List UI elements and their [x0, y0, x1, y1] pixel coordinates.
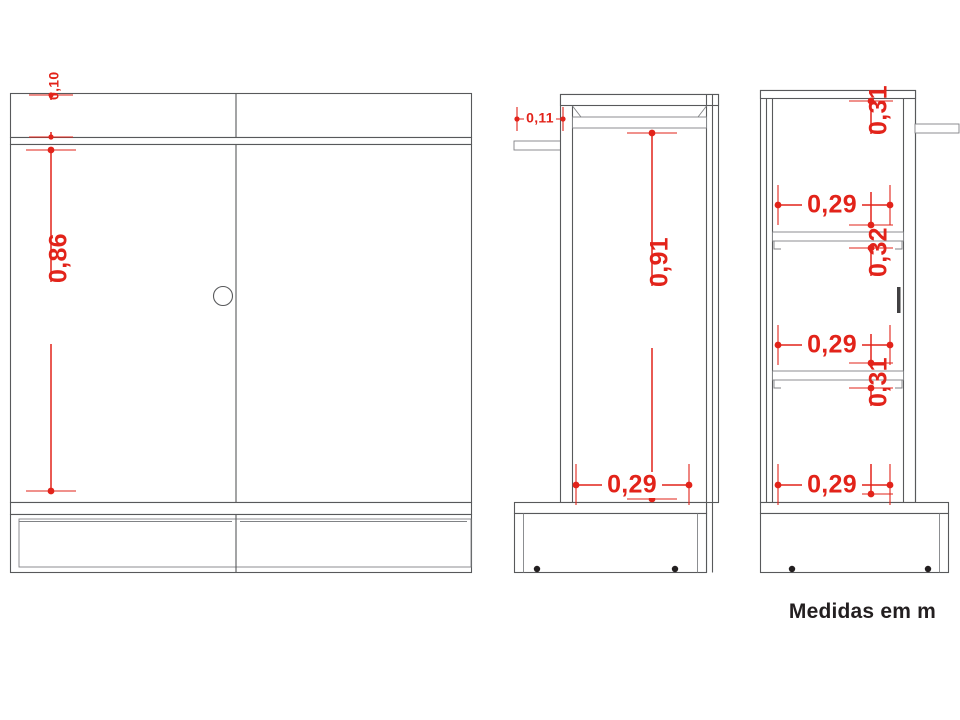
- dim-029-side-dot-left: [572, 481, 580, 489]
- front-base-top-rail: [9, 501, 473, 516]
- front-door-knob-icon: [212, 285, 234, 307]
- dim-031-bot-dot-top: [867, 384, 875, 392]
- dim-091-dot-top: [648, 129, 656, 137]
- front-top-band: [9, 92, 473, 146]
- dim-031-top-dot-top: [867, 97, 875, 105]
- dimension-shelf-top-width: 0,29: [774, 185, 894, 225]
- dim-010-label: 0,10: [46, 72, 62, 100]
- dim-032-label: 0,32: [865, 227, 893, 277]
- dim-091-text-mask: [639, 286, 665, 348]
- side-base: [513, 501, 708, 574]
- shelf-divider-lower-bracket-left: [773, 380, 781, 389]
- side-base-foot-left-icon: [533, 565, 541, 573]
- dim-029-bot-text-mask: [802, 472, 862, 498]
- shelf-handle-mark-icon: [897, 287, 901, 313]
- shelf-right-protruding-shelf: [914, 123, 960, 134]
- dim-091-label: 0,91: [646, 237, 674, 287]
- dim-029-top-text-mask: [802, 192, 862, 218]
- dim-086-label: 0,86: [45, 233, 73, 283]
- dim-010-text-mask: [42, 100, 60, 132]
- dimension-shelf-bottom-width: 0,29: [774, 464, 894, 505]
- dim-029-bot-dot-left: [774, 481, 782, 489]
- dimension-shelf-middle-height: 0,32: [849, 227, 893, 367]
- dimension-side-interior-width: 0,29: [572, 464, 693, 505]
- dim-011-label: 0,11: [526, 110, 554, 126]
- front-doors: [9, 143, 473, 504]
- shelf-base-top-rail: [759, 501, 950, 515]
- dim-086-dot-bottom: [47, 487, 55, 495]
- dim-031-bot-dot-bottom: [867, 490, 875, 498]
- dimension-side-interior-height: 0,91: [627, 129, 677, 503]
- dim-031-top-dot-bottom: [867, 221, 875, 229]
- dim-029-bot-dot-right: [886, 481, 894, 489]
- dim-011-dot-left: [514, 116, 520, 122]
- shelf-body-outline: [759, 89, 917, 504]
- side-base-foot-right-icon: [671, 565, 679, 573]
- dimension-shelf-bottom-height: 0,31: [849, 357, 893, 498]
- front-base-inner-outline: [18, 518, 472, 568]
- dim-011-text-mask: [524, 110, 556, 128]
- dim-086-text-mask: [38, 282, 64, 344]
- dim-010-dot-bottom: [48, 134, 54, 140]
- dim-031-top-label: 0,31: [865, 85, 893, 135]
- shelf-top-cap: [759, 89, 917, 100]
- dimension-shelf-middle-width: 0,29: [774, 325, 894, 365]
- units-note: Medidas em m: [788, 600, 936, 623]
- shelf-divider-upper: [772, 231, 904, 250]
- dimension-side-shelf-depth: 0,11: [514, 107, 566, 131]
- shelf-base-foot-right-icon: [924, 565, 932, 573]
- dim-011-dot-right: [560, 116, 566, 122]
- dim-032-text-mask: [858, 276, 884, 334]
- side-top-cap: [559, 93, 720, 107]
- dim-031-bot-label: 0,31: [865, 357, 893, 407]
- dim-029-mid-dot-left: [774, 341, 782, 349]
- dimension-front-top-panel-height: 0,10: [29, 72, 73, 140]
- shelf-divider-upper-bracket-left: [773, 241, 781, 250]
- dim-029-bot-label: 0,29: [807, 471, 857, 499]
- front-top-band-outline: [9, 92, 473, 139]
- dim-032-dot-top: [867, 244, 875, 252]
- dim-032-dot-bottom: [867, 359, 875, 367]
- front-doors-outline: [9, 143, 473, 504]
- dim-086-dot-top: [47, 146, 55, 154]
- shelf-divider-upper-bracket-right: [895, 241, 903, 250]
- side-section-view: 0,11 0,91 0,29: [513, 93, 720, 574]
- dimension-shelf-top-height: 0,31: [849, 85, 893, 229]
- side-left-protruding-shelf: [513, 140, 566, 151]
- dim-029-top-dot-left: [774, 201, 782, 209]
- dim-029-top-dot-right: [886, 201, 894, 209]
- shelf-base: [759, 501, 950, 574]
- shelf-base-outline: [759, 512, 950, 574]
- dim-010-dot-top: [48, 92, 54, 98]
- side-top-rail: [572, 105, 707, 129]
- shelf-base-foot-left-icon: [788, 565, 796, 573]
- dim-029-side-label: 0,29: [607, 471, 657, 499]
- shelf-divider-lower: [772, 370, 904, 389]
- side-top-rail-bracket-left: [572, 105, 582, 118]
- front-top-band-edge: [9, 136, 473, 146]
- dimension-front-door-height: 0,86: [26, 146, 76, 495]
- shelf-divider-lower-bracket-right: [895, 380, 903, 389]
- shelf-section-view: 0,31 0,29 0,32: [759, 85, 960, 574]
- shelf-divider-upper-board: [772, 231, 904, 242]
- dim-029-mid-dot-right: [886, 341, 894, 349]
- dim-029-top-label: 0,29: [807, 191, 857, 219]
- dim-029-side-text-mask: [602, 472, 662, 498]
- dim-031-bot-text-mask: [858, 406, 884, 464]
- dim-029-side-dot-right: [685, 481, 693, 489]
- dim-031-top-text-mask: [858, 134, 884, 192]
- dim-029-mid-text-mask: [802, 332, 862, 358]
- front-base-band: [9, 501, 473, 574]
- side-top-rail-bracket-right: [697, 105, 707, 118]
- side-base-top-rail: [513, 501, 708, 515]
- dim-029-mid-label: 0,29: [807, 331, 857, 359]
- shelf-divider-lower-board: [772, 370, 904, 381]
- side-top-rail-bar: [572, 116, 707, 129]
- side-base-outline: [513, 512, 708, 574]
- front-elevation-view: 0,10 0,86: [9, 72, 473, 574]
